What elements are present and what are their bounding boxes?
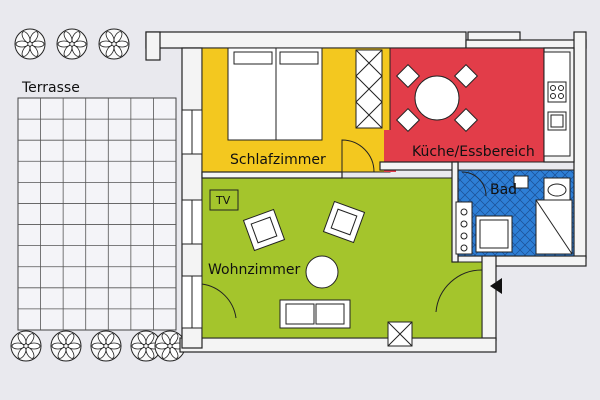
stove	[387, 321, 413, 347]
sofa	[279, 299, 351, 329]
bathroom-label: Bad	[490, 182, 517, 198]
hallway-cabinet	[455, 201, 473, 255]
bathroom-door	[461, 171, 487, 197]
hedge-top	[14, 28, 130, 60]
terrace-tile-grid	[18, 98, 176, 330]
bedroom-label: Schlafzimmer	[230, 152, 326, 168]
dining-table	[395, 63, 479, 133]
kitchen-counter	[543, 51, 571, 157]
windows-left	[181, 109, 203, 329]
armchair-right	[322, 200, 366, 244]
bed	[227, 47, 323, 141]
terrace: Terrasse	[17, 80, 177, 331]
living-room-label: Wohnzimmer	[208, 262, 300, 278]
armchair-left	[242, 208, 286, 252]
bush-icon	[130, 330, 162, 362]
terrace-label: Terrasse	[21, 80, 80, 96]
wardrobe	[355, 49, 383, 129]
bathroom-fixtures	[475, 175, 573, 255]
living-room-door	[201, 269, 483, 319]
hedge-bottom	[10, 330, 186, 362]
kitchen-label: Küche/Essbereich	[412, 144, 535, 160]
bedroom-door	[341, 139, 375, 173]
tv-label: TV	[215, 194, 231, 207]
bush-icon	[10, 330, 42, 362]
coffee-table	[305, 255, 339, 289]
tv-box: TV	[209, 189, 239, 211]
bush-icon	[50, 330, 82, 362]
bush-icon	[90, 330, 122, 362]
bush-icon	[56, 28, 88, 60]
bush-icon	[14, 28, 46, 60]
bush-icon	[98, 28, 130, 60]
entrance-arrow-icon	[490, 278, 502, 294]
